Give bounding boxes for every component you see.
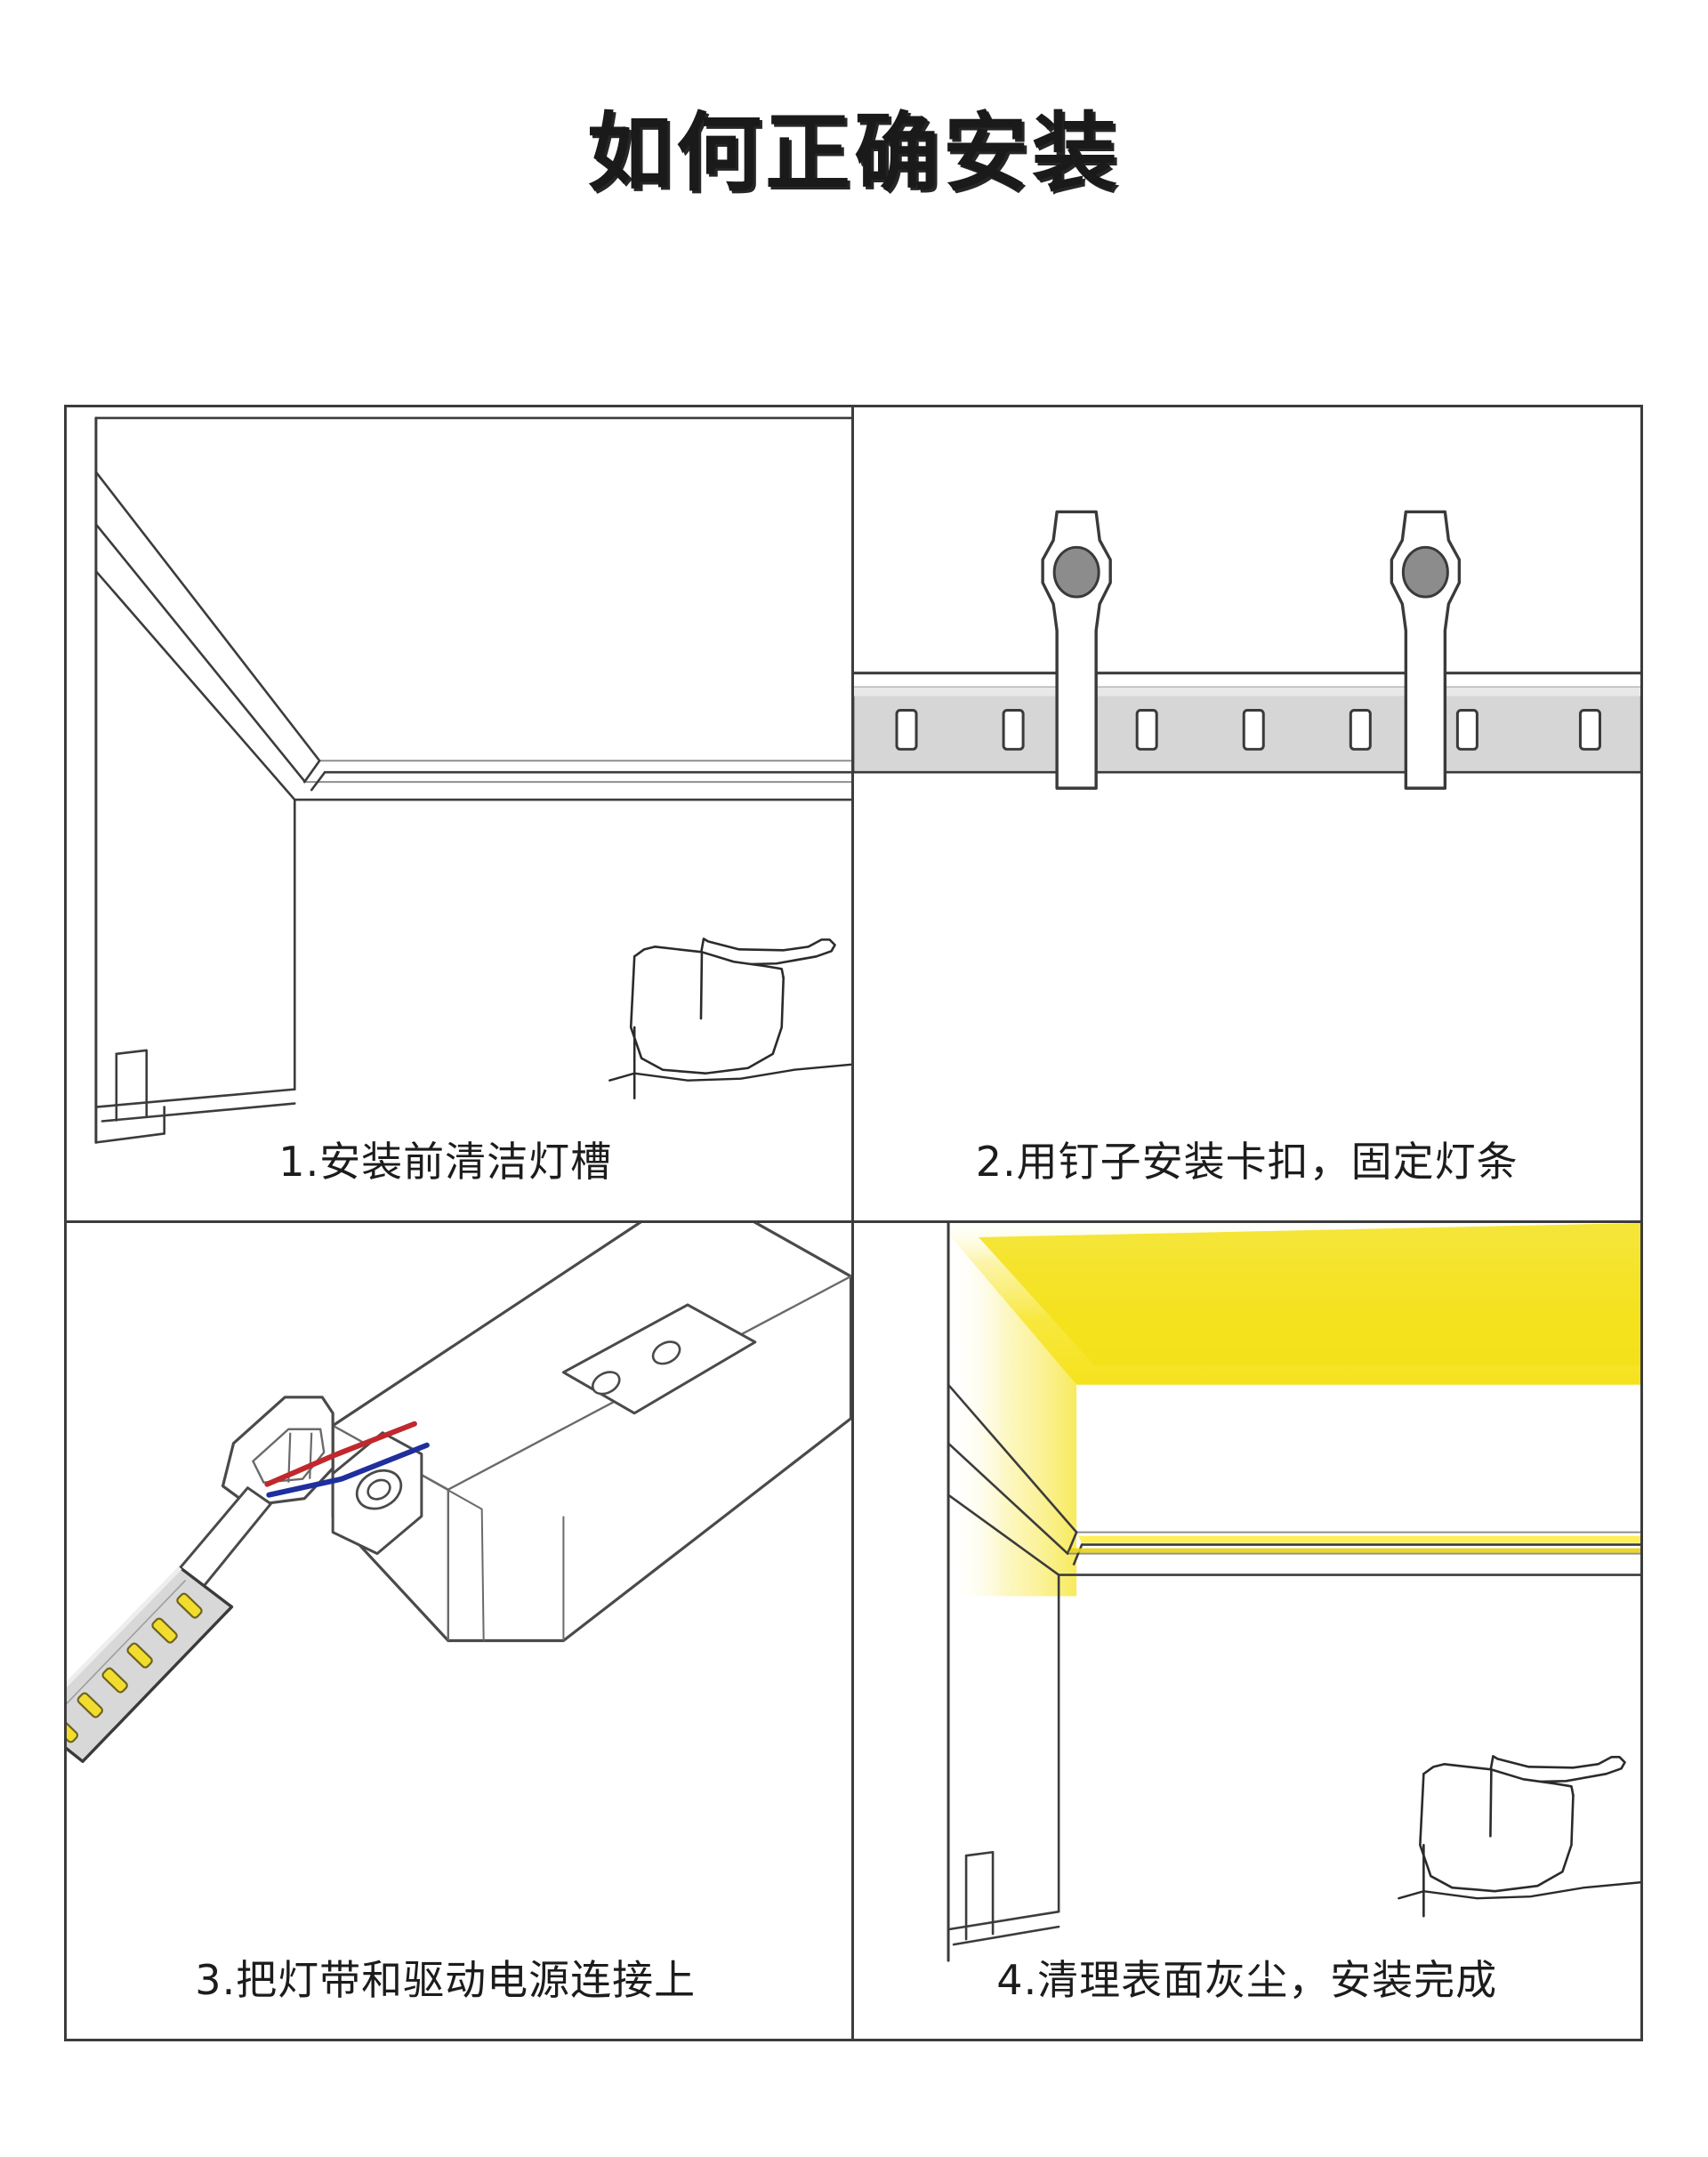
step-1-caption: 1.安装前清洁灯槽 [278, 1138, 613, 1186]
lit-strip-face [1068, 1535, 1640, 1553]
blue-wire [266, 1442, 430, 1498]
step-2-caption: 2.用钉子安装卡扣，固定灯条 [975, 1138, 1519, 1186]
mounting-clip-2 [1390, 510, 1461, 790]
nail-head-1 [1052, 545, 1100, 599]
led-chips [895, 709, 1601, 751]
illustration-room-cove-lit [947, 1223, 1640, 1962]
step-4-caption: 4.清理表面灰尘，安装完成 [996, 1956, 1498, 2004]
led-strip [853, 686, 1640, 774]
mounting-clip-1 [1040, 510, 1112, 790]
strip-connector [221, 1396, 334, 1508]
step-panel-2: 2.用钉子安装卡扣，固定灯条 [853, 407, 1640, 1223]
nail-head-2 [1401, 545, 1449, 599]
led-chips-yellow [67, 1592, 203, 1743]
connection-wires [264, 1421, 430, 1498]
steps-grid: 1.安装前清洁灯槽 [64, 405, 1643, 2041]
cove-glow [947, 1223, 1640, 1597]
step-3-caption: 3.把灯带和驱动电源连接上 [195, 1956, 697, 2004]
led-strip [67, 1565, 234, 1764]
step-panel-1: 1.安装前清洁灯槽 [67, 407, 854, 1223]
step-panel-3: 3.把灯带和驱动电源连接上 [67, 1223, 854, 2039]
driver-connector-socket [331, 1431, 423, 1556]
step-panel-4: 4.清理表面灰尘，安装完成 [853, 1223, 1640, 2039]
illustration-strip-with-clips [853, 510, 1640, 790]
illustration-strip-driver-connection [67, 1223, 851, 1764]
illustration-room-cove-empty [94, 416, 851, 1144]
driver-power-supply [331, 1223, 851, 1643]
page-title: 如何正确安装 [587, 103, 1121, 203]
red-wire [264, 1421, 417, 1487]
terminal-block [561, 1303, 757, 1415]
